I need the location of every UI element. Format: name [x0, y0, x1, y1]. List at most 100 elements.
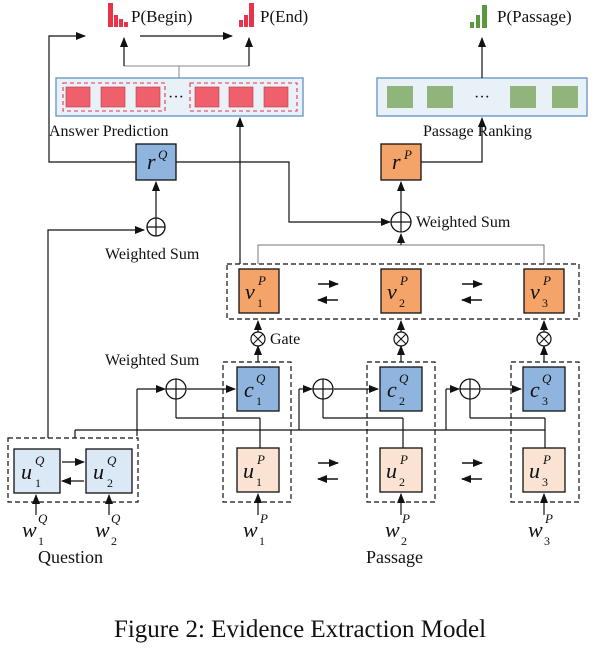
passage-weighted-sum-label: Weighted Sum	[416, 214, 511, 231]
svg-text:u: u	[21, 459, 32, 484]
u3-passage-box: u 3 P	[522, 447, 566, 493]
svg-text:P: P	[542, 273, 551, 288]
svg-text:P: P	[399, 452, 408, 467]
svg-text:c: c	[244, 377, 254, 402]
gate-label: Gate	[270, 331, 300, 348]
svg-text:1: 1	[256, 475, 262, 489]
svg-text:u: u	[529, 458, 540, 483]
v-row-bidirectional-arrows	[317, 280, 483, 304]
svg-text:2: 2	[111, 534, 117, 548]
svg-text:2: 2	[399, 394, 405, 408]
r-p-label: r P	[392, 147, 412, 174]
p-end-bars-icon	[239, 3, 254, 27]
svg-text:r: r	[147, 149, 156, 174]
w1-passage: w 1 P	[243, 511, 268, 548]
svg-text:2: 2	[399, 475, 405, 489]
u2-question-box: u 2 Q	[85, 448, 133, 494]
svg-text:1: 1	[35, 476, 41, 490]
svg-text:Q: Q	[158, 147, 168, 162]
svg-text:v: v	[245, 279, 255, 304]
figure-caption: Figure 2: Evidence Extraction Model	[113, 616, 487, 643]
w2-question: w 2 Q	[95, 511, 121, 548]
svg-text:v: v	[530, 279, 540, 304]
question-weighted-sum-label: Weighted Sum	[105, 246, 200, 263]
attention-weighted-sum-label: Weighted Sum	[105, 352, 200, 369]
p-end-label: P(End)	[260, 7, 308, 26]
svg-text:P: P	[544, 511, 553, 526]
passage-weighted-sum-icon	[390, 211, 412, 233]
question-weighted-sum-icon	[146, 217, 166, 237]
svg-text:c: c	[387, 377, 397, 402]
svg-text:w: w	[22, 517, 37, 542]
svg-text:P: P	[257, 273, 266, 288]
svg-text:P: P	[542, 452, 551, 467]
svg-text:Q: Q	[35, 453, 45, 468]
svg-text:c: c	[530, 377, 540, 402]
svg-text:P: P	[399, 273, 408, 288]
svg-text:Q: Q	[542, 371, 552, 386]
svg-text:w: w	[385, 517, 400, 542]
svg-text:2: 2	[107, 476, 113, 490]
attention-sum-icon-2	[312, 378, 334, 400]
svg-text:P: P	[401, 511, 410, 526]
svg-text:P: P	[256, 452, 265, 467]
r-q-label: r Q	[147, 147, 168, 174]
p-passage-label: P(Passage)	[497, 7, 572, 26]
svg-text:r: r	[392, 149, 401, 174]
p-begin-label: P(Begin)	[131, 7, 192, 26]
svg-text:1: 1	[257, 296, 263, 310]
u-row-bidirectional-arrows	[317, 459, 483, 483]
svg-text:P: P	[259, 511, 268, 526]
p-begin-bars-icon	[108, 3, 128, 27]
u1-passage-box: u 1 P	[236, 447, 280, 493]
answer-prediction-ellipsis: ···	[168, 89, 184, 106]
p-passage-bars-icon	[470, 5, 487, 28]
svg-text:3: 3	[544, 534, 550, 548]
w1-question: w 1 Q	[22, 511, 48, 548]
svg-text:u: u	[93, 459, 104, 484]
c1-box: c 1 Q	[236, 366, 280, 412]
gated-row-group	[226, 263, 580, 320]
svg-text:v: v	[387, 279, 397, 304]
v3-box: v 3 P	[523, 268, 565, 314]
svg-text:w: w	[528, 517, 543, 542]
passage-ranking-label: Passage Ranking	[423, 123, 532, 140]
svg-text:3: 3	[542, 394, 548, 408]
gate-icon-3	[536, 331, 552, 347]
answer-prediction-label: Answer Prediction	[49, 123, 169, 140]
svg-text:1: 1	[259, 534, 265, 548]
attention-wiring	[74, 389, 546, 448]
svg-text:u: u	[243, 458, 254, 483]
svg-text:P: P	[403, 147, 412, 162]
svg-text:w: w	[95, 517, 110, 542]
question-label: Question	[38, 547, 103, 567]
r-p-box	[380, 143, 422, 181]
svg-text:1: 1	[38, 534, 44, 548]
c3-box: c 3 Q	[522, 366, 566, 412]
answer-prediction-panel	[55, 77, 304, 117]
svg-text:2: 2	[401, 534, 407, 548]
svg-text:Q: Q	[256, 371, 266, 386]
svg-text:Q: Q	[38, 511, 48, 526]
svg-text:3: 3	[542, 475, 548, 489]
svg-text:1: 1	[256, 394, 262, 408]
question-group	[7, 437, 139, 503]
svg-text:u: u	[386, 458, 397, 483]
svg-text:2: 2	[399, 296, 405, 310]
passage-label: Passage	[366, 547, 423, 567]
r-q-box	[135, 143, 177, 181]
c2-box: c 2 Q	[379, 366, 423, 412]
attention-sum-icon-1	[165, 378, 187, 400]
passage-ranking-ellipsis: ···	[474, 89, 490, 106]
svg-text:3: 3	[542, 296, 548, 310]
w3-passage: w 3 P	[528, 511, 553, 548]
evidence-extraction-diagram: P(Begin) P(End) P(Passage) ··· Answer Pr…	[7, 3, 588, 567]
v1-box: v 1 P	[238, 268, 280, 314]
gate-icon-1	[250, 331, 266, 347]
svg-text:Q: Q	[111, 511, 121, 526]
svg-text:Q: Q	[107, 453, 117, 468]
v2-box: v 2 P	[380, 268, 422, 314]
u2-passage-box: u 2 P	[379, 447, 423, 493]
attention-sum-icon-3	[459, 378, 481, 400]
w2-passage: w 2 P	[385, 511, 410, 548]
